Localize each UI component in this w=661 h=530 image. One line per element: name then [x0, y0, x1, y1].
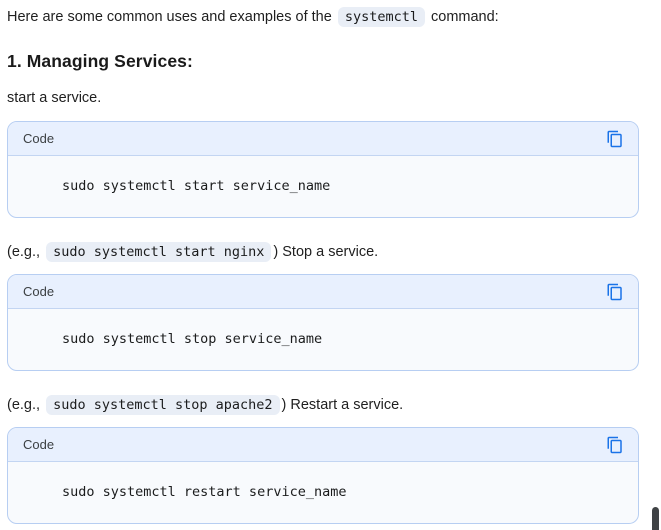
copy-icon: [606, 130, 624, 148]
example-text-suffix: ) Stop a service.: [273, 244, 379, 260]
copy-icon: [606, 436, 624, 454]
example-text-suffix: ) Restart a service.: [281, 397, 404, 413]
example-text-prefix: (e.g.,: [7, 397, 45, 413]
section-heading-managing-services: 1. Managing Services:: [7, 51, 193, 71]
copy-icon: [606, 283, 624, 301]
lead-stop-service: (e.g., sudo systemctl start nginx) Stop …: [7, 242, 639, 263]
code-block-header: Code: [8, 428, 638, 462]
vertical-scrollbar-thumb[interactable]: [652, 507, 659, 530]
code-block-label: Code: [23, 437, 55, 452]
copy-code-button[interactable]: [602, 126, 628, 152]
code-block-stop-service: Code sudo systemctl stop service_name: [7, 274, 639, 371]
intro-text-prefix: Here are some common uses and examples o…: [7, 9, 336, 25]
inline-code-start-nginx: sudo systemctl start nginx: [46, 242, 272, 262]
code-content[interactable]: sudo systemctl start service_name: [62, 178, 331, 194]
inline-code-stop-apache2: sudo systemctl stop apache2: [46, 395, 280, 415]
code-content[interactable]: sudo systemctl stop service_name: [62, 331, 323, 347]
copy-code-button[interactable]: [602, 279, 628, 305]
lead-restart-service: (e.g., sudo systemctl stop apache2) Rest…: [7, 395, 639, 416]
intro-paragraph: Here are some common uses and examples o…: [7, 7, 639, 28]
code-block-label: Code: [23, 284, 55, 299]
lead-start-service: start a service.: [7, 90, 102, 106]
code-content[interactable]: sudo systemctl restart service_name: [62, 484, 347, 500]
code-block-start-service: Code sudo systemctl start service_name: [7, 121, 639, 218]
code-block-header: Code: [8, 122, 638, 156]
inline-code-systemctl: systemctl: [337, 7, 425, 27]
copy-code-button[interactable]: [602, 432, 628, 458]
code-block-restart-service: Code sudo systemctl restart service_name: [7, 427, 639, 524]
code-block-label: Code: [23, 131, 55, 146]
code-block-header: Code: [8, 275, 638, 309]
example-text-prefix: (e.g.,: [7, 244, 45, 260]
intro-text-suffix: command:: [426, 9, 499, 25]
